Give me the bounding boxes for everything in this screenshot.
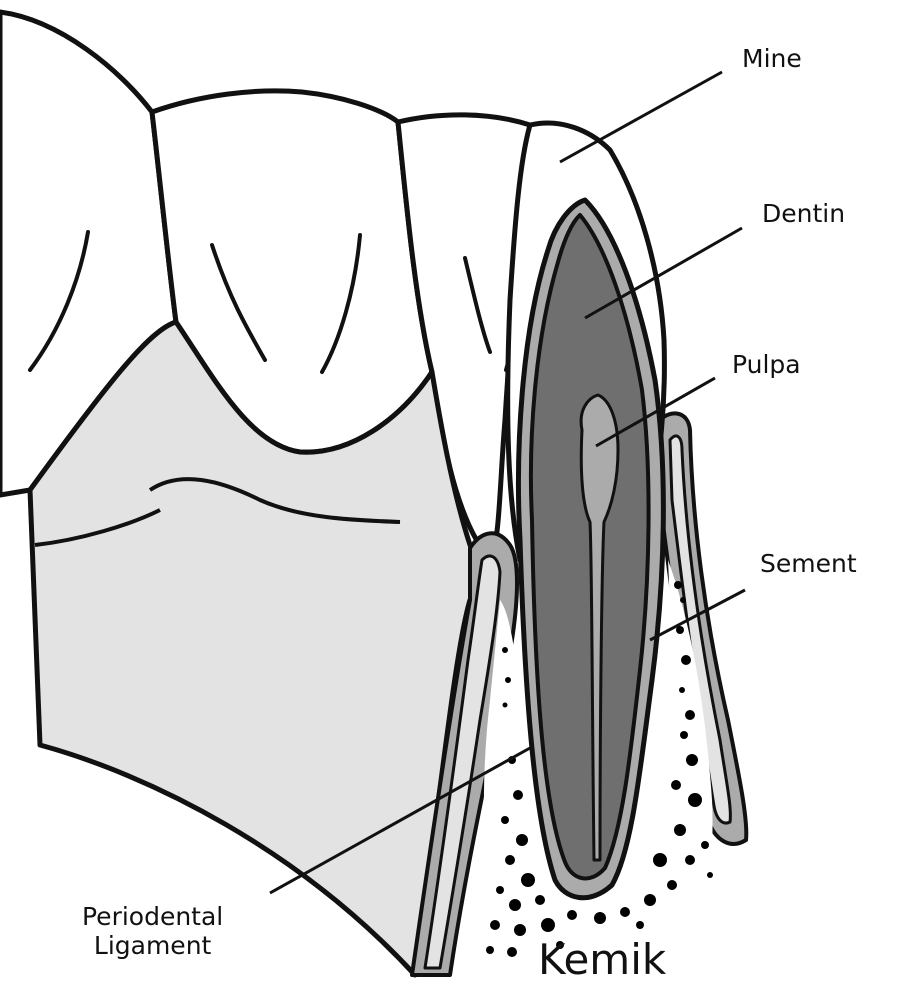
label-dentin: Dentin — [762, 200, 845, 229]
label-pulpa: Pulpa — [732, 351, 801, 380]
label-mine: Mine — [742, 45, 802, 74]
label-kemik: Kemik — [538, 936, 666, 984]
label-sement: Sement — [760, 550, 857, 579]
label-periodontal-ligament: Periodental Ligament — [82, 903, 223, 961]
canine-tooth — [508, 123, 665, 898]
leader-line-mine — [560, 72, 722, 162]
label-periodontal-line2: Ligament — [82, 932, 223, 961]
label-periodontal-line1: Periodental — [82, 903, 223, 932]
